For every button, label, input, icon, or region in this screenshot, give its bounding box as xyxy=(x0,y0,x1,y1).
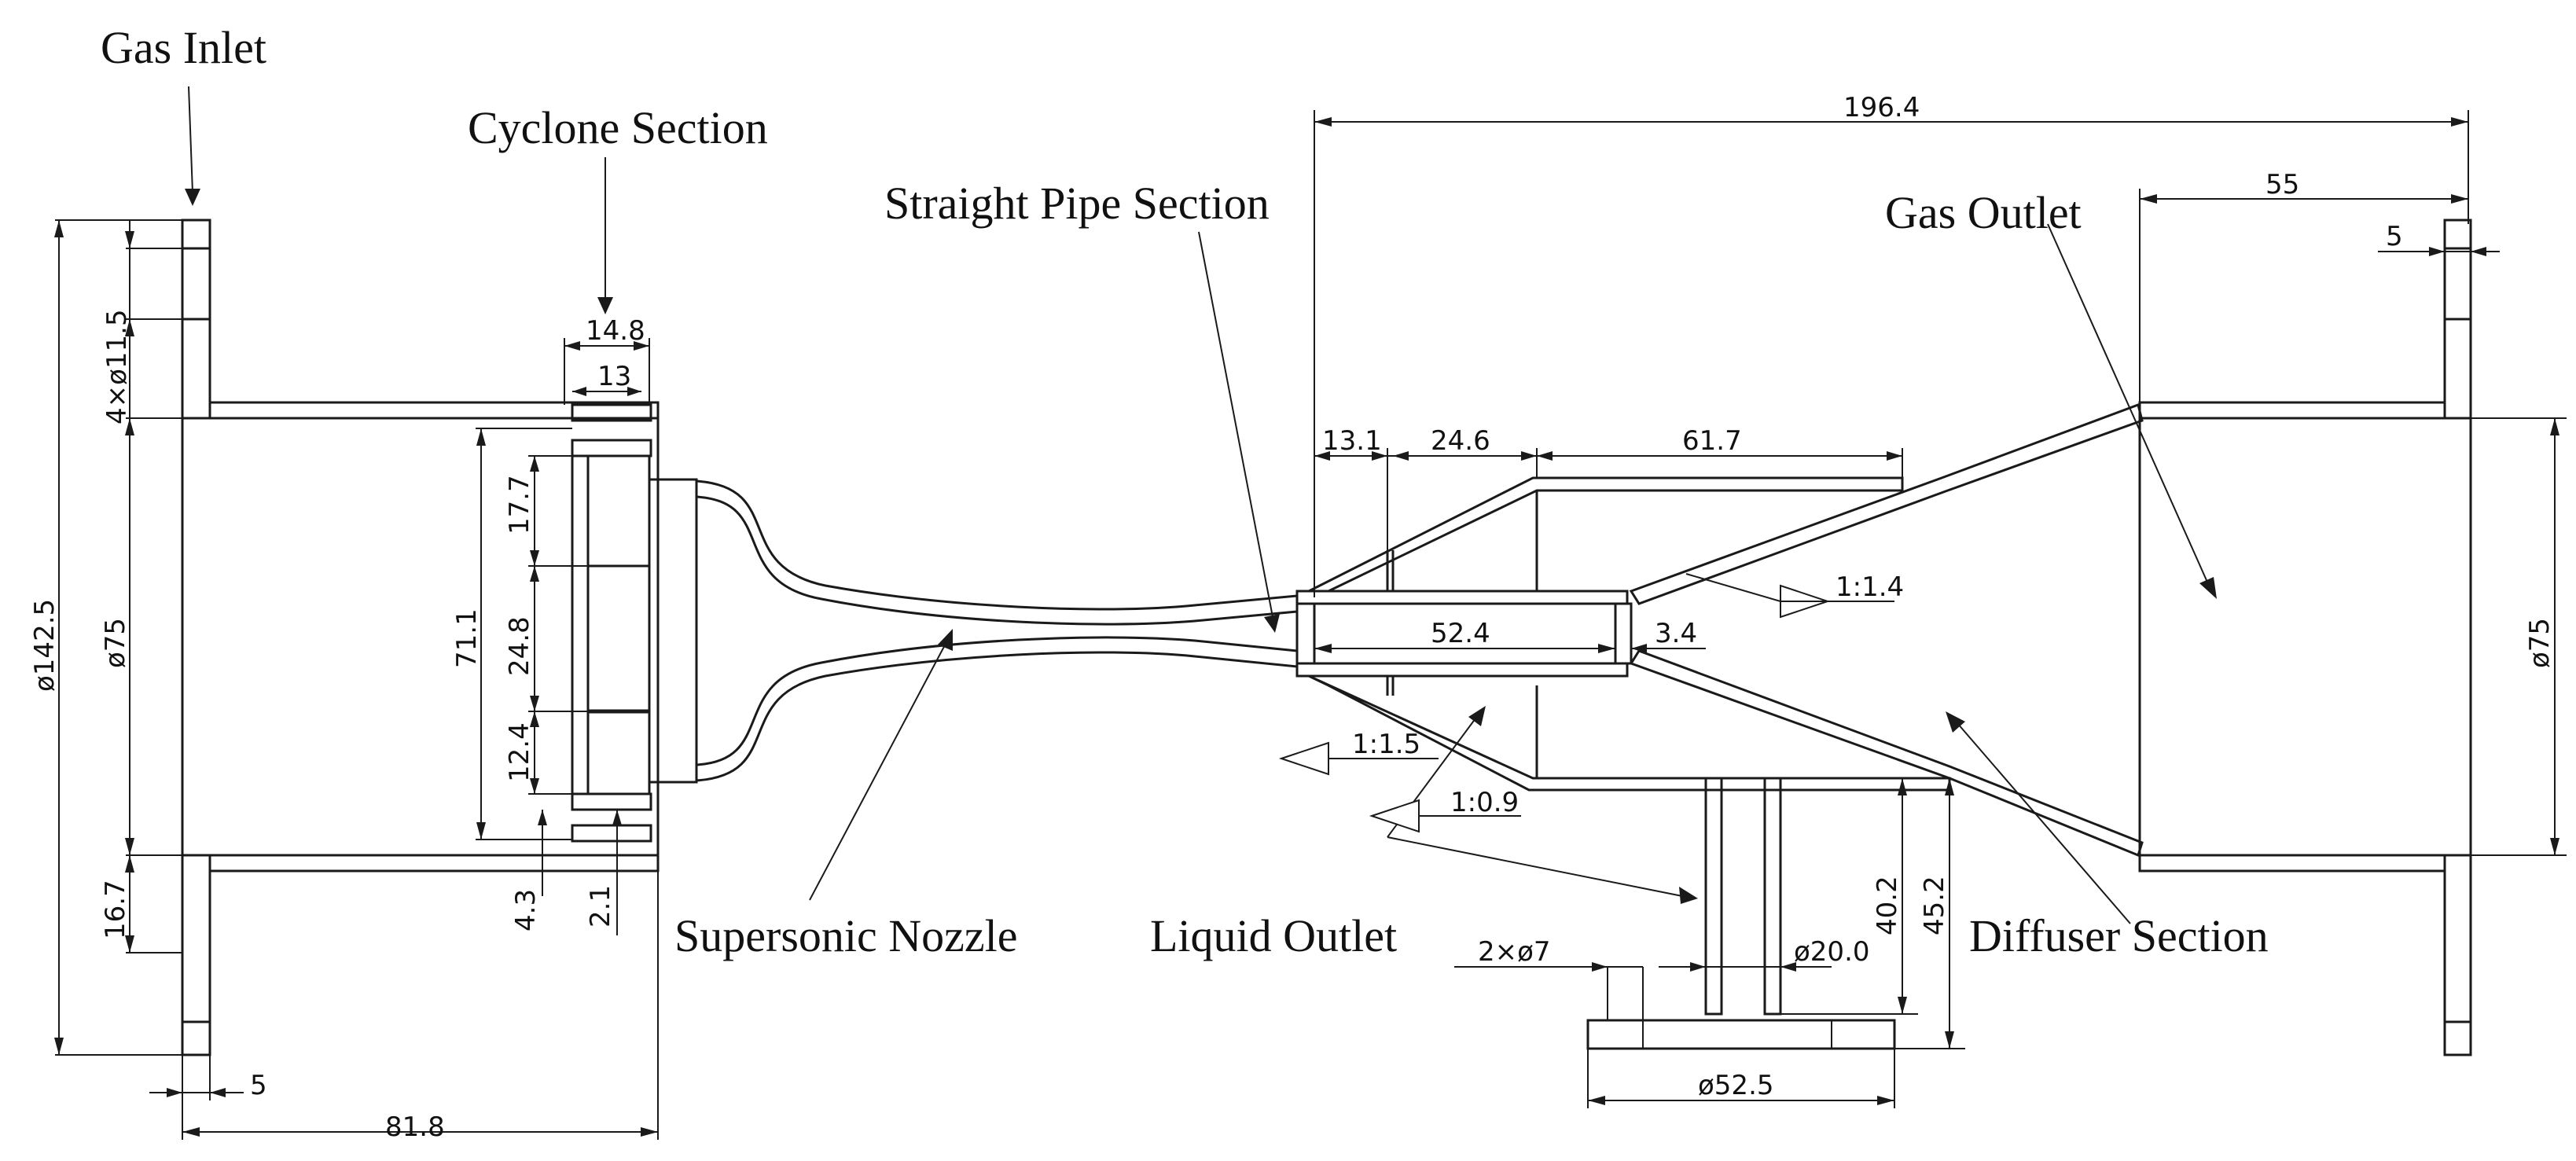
dim-inlet-bore: ø75 xyxy=(100,618,131,668)
dim-inlet-chamber-length: 81.8 xyxy=(385,1111,445,1143)
dim-liquid-flange-height: 45.2 xyxy=(1919,876,1950,935)
label-gas-inlet: Gas Inlet xyxy=(101,22,266,73)
supersonic-nozzle xyxy=(695,479,1299,782)
dim-liquid-pipe-height: 40.2 xyxy=(1872,876,1903,935)
dim-inlet-bolt-holes: 4×ø11.5 xyxy=(101,309,133,424)
label-diffuser-section: Diffuser Section xyxy=(1969,910,2269,961)
dim-liquid-bolt-holes: 2×ø7 xyxy=(1478,936,1551,968)
dim-cyclone-vane-width: 13 xyxy=(597,361,631,392)
label-liquid-outlet: Liquid Outlet xyxy=(1150,910,1397,961)
taper-upper-cone: 1:1.4 xyxy=(1836,571,1904,603)
dim-cyclone-height: 71.1 xyxy=(451,608,483,668)
dim-cyclone-gap-b: 2.1 xyxy=(585,885,616,928)
label-supersonic-nozzle: Supersonic Nozzle xyxy=(674,910,1017,961)
taper-lower-cone-b: 1:0.9 xyxy=(1450,787,1519,818)
dim-straight-pipe-length: 13.1 xyxy=(1322,425,1382,457)
dim-inlet-flange-thickness: 5 xyxy=(250,1070,267,1101)
liquid-outlet-pipe xyxy=(1586,777,1896,1050)
dim-outer-shell-length: 61.7 xyxy=(1682,425,1742,457)
dim-cyclone-gap-a: 4.3 xyxy=(510,889,542,931)
inlet-flange xyxy=(181,219,211,1056)
dimension-lines xyxy=(54,110,2567,1140)
dim-inner-tube-length: 52.4 xyxy=(1431,618,1490,649)
dim-cyclone-upper: 17.7 xyxy=(504,475,535,535)
label-gas-outlet: Gas Outlet xyxy=(1885,187,2082,238)
dim-liquid-pipe-diameter: ø20.0 xyxy=(1794,936,1870,968)
label-straight-pipe-section: Straight Pipe Section xyxy=(884,178,1270,229)
dim-outlet-flange-thickness: 5 xyxy=(2386,221,2403,252)
dimension-text: 196.4 55 5 4×ø11.5 ø142.5 ø75 ø75 16.7 5… xyxy=(29,92,2556,1143)
leader-lines xyxy=(185,86,2217,924)
dim-outlet-bore: ø75 xyxy=(2524,618,2556,668)
dim-inlet-flange-rim: 16.7 xyxy=(100,880,131,939)
outlet-pipe xyxy=(2138,401,2446,873)
dim-pipe-cone-length: 24.6 xyxy=(1431,425,1490,457)
outlet-flange xyxy=(2443,219,2472,1056)
dim-overall-length: 196.4 xyxy=(1843,92,1920,123)
inlet-chamber-walls xyxy=(181,401,660,873)
dim-cyclone-width: 14.8 xyxy=(586,315,645,347)
label-cyclone-section: Cyclone Section xyxy=(468,102,768,153)
cyclone-section xyxy=(571,403,698,843)
dim-cyclone-lower: 12.4 xyxy=(504,722,535,782)
dim-outlet-flange-length: 55 xyxy=(2265,169,2299,200)
taper-lower-cone-a: 1:1.5 xyxy=(1352,729,1420,760)
taper-symbol-lower-a xyxy=(1278,741,1329,776)
straight-pipe-section xyxy=(1295,550,1633,696)
taper-symbols xyxy=(1278,573,1894,833)
dim-inlet-flange-diameter: ø142.5 xyxy=(29,599,61,692)
diffuser-section xyxy=(1629,403,2144,858)
dim-inner-tube-gap: 3.4 xyxy=(1655,618,1697,649)
dim-liquid-flange-diameter: ø52.5 xyxy=(1698,1070,1774,1101)
dim-cyclone-middle: 24.8 xyxy=(504,616,535,676)
part-labels: Gas Inlet Cyclone Section Straight Pipe … xyxy=(101,22,2269,961)
